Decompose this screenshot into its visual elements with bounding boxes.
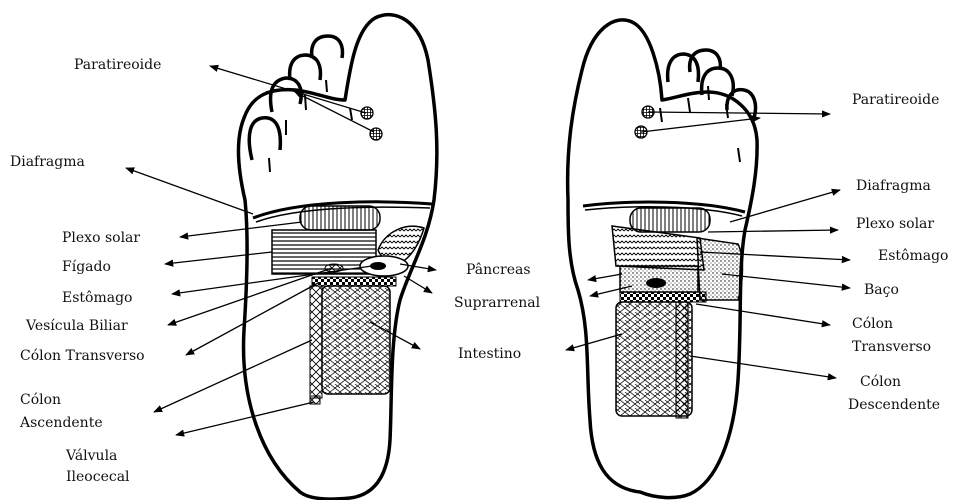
left-colon-ascendente: [310, 286, 322, 398]
label-left-intestino: Intestino: [458, 346, 521, 363]
label-left-pancreas: Pâncreas: [466, 262, 531, 279]
label-left-suprarrenal: Suprarrenal: [454, 295, 540, 312]
label-right-colon-transverso-1: Cólon: [852, 316, 893, 333]
right-colon-descendente: [676, 302, 688, 418]
label-right-diafragma: Diafragma: [856, 178, 931, 195]
label-left-plexo-solar: Plexo solar: [62, 230, 140, 247]
label-left-colon-ascendente-1: Cólon: [20, 392, 61, 409]
label-left-colon-transverso: Cólon Transverso: [20, 348, 145, 365]
right-baco: [697, 238, 743, 300]
left-colon-transverso: [312, 277, 396, 286]
label-left-colon-ascendente-2: Ascendente: [20, 415, 103, 432]
right-plexo-solar: [630, 208, 710, 232]
label-right-colon-descendente-1: Cólon: [860, 374, 901, 391]
label-right-baco: Baço: [864, 282, 899, 299]
left-paratireoide-2: [370, 128, 382, 140]
label-left-diafragma: Diafragma: [10, 154, 85, 171]
right-colon-transverso: [620, 292, 706, 302]
label-left-valvula-2: Ileocecal: [66, 469, 130, 486]
label-right-colon-transverso-2: Transverso: [852, 339, 931, 356]
label-left-vesicula-biliar: Vesícula Biliar: [26, 318, 128, 335]
label-left-paratireoide: Paratireoide: [74, 57, 161, 74]
label-left-valvula-1: Válvula: [66, 448, 117, 465]
label-right-plexo-solar: Plexo solar: [856, 216, 934, 233]
label-right-estomago: Estômago: [878, 248, 948, 265]
left-intestino: [322, 286, 390, 394]
label-right-paratireoide: Paratireoide: [852, 92, 939, 109]
left-plexo-solar: [300, 206, 380, 230]
label-left-estomago: Estômago: [62, 290, 132, 307]
label-left-figado: Fígado: [62, 259, 111, 276]
left-paratireoide-1: [361, 107, 373, 119]
label-right-colon-descendente-2: Descendente: [848, 397, 940, 414]
